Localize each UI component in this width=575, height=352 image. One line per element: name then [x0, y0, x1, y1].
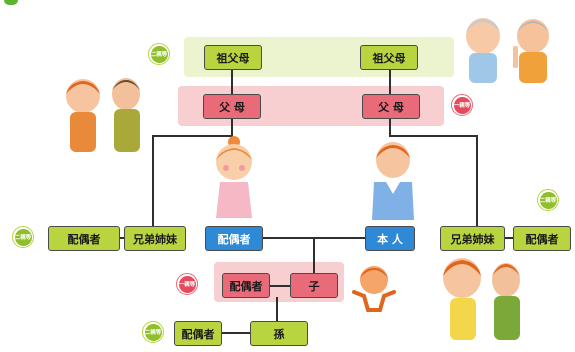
grandchild-spouse-box: 配偶者 — [174, 321, 222, 346]
second-degree-badge: 二親等 — [148, 43, 170, 65]
child-spouse-box: 配偶者 — [222, 273, 270, 298]
maternal-parents-box: 父 母 — [362, 94, 420, 119]
left-sibling-spouse-box: 配偶者 — [48, 226, 120, 251]
first-degree-badge: 一親等 — [176, 273, 198, 295]
child-box: 子 — [290, 273, 338, 298]
connector — [270, 285, 290, 287]
paternal-grandparents-box: 祖父母 — [204, 45, 262, 70]
child-illustration — [352, 266, 396, 312]
grandparents-illustration — [466, 18, 549, 83]
siblings-illustration — [443, 258, 520, 340]
second-degree-badge: 二親等 — [537, 189, 559, 211]
parents-generation-illustration — [66, 78, 140, 152]
connector — [389, 68, 391, 94]
right-sibling-spouse-box: 配偶者 — [513, 226, 571, 251]
paternal-parents-box: 父 母 — [203, 94, 261, 119]
connector — [313, 237, 315, 273]
connector — [152, 135, 233, 137]
connector — [120, 237, 125, 239]
connector — [476, 135, 478, 226]
connector — [389, 118, 391, 136]
first-degree-badge: 一親等 — [451, 94, 473, 116]
connector — [231, 68, 233, 94]
grandchild-box: 孫 — [250, 321, 308, 346]
left-siblings-box: 兄弟姉妹 — [124, 226, 186, 251]
connector — [222, 332, 250, 334]
connector — [389, 135, 477, 137]
second-degree-badge: 二親等 — [142, 321, 164, 343]
connector — [505, 237, 513, 239]
spouse-illustration — [216, 136, 252, 218]
maternal-grandparents-box: 祖父母 — [360, 45, 418, 70]
self-box: 本 人 — [365, 226, 415, 251]
spouse-box: 配偶者 — [205, 226, 263, 251]
connector — [276, 297, 278, 322]
second-degree-badge: 二親等 — [12, 226, 34, 248]
right-siblings-box: 兄弟姉妹 — [440, 226, 505, 251]
corner-mark — [4, 0, 18, 5]
connector — [152, 135, 154, 226]
self-illustration — [372, 142, 414, 220]
connector — [231, 118, 233, 136]
